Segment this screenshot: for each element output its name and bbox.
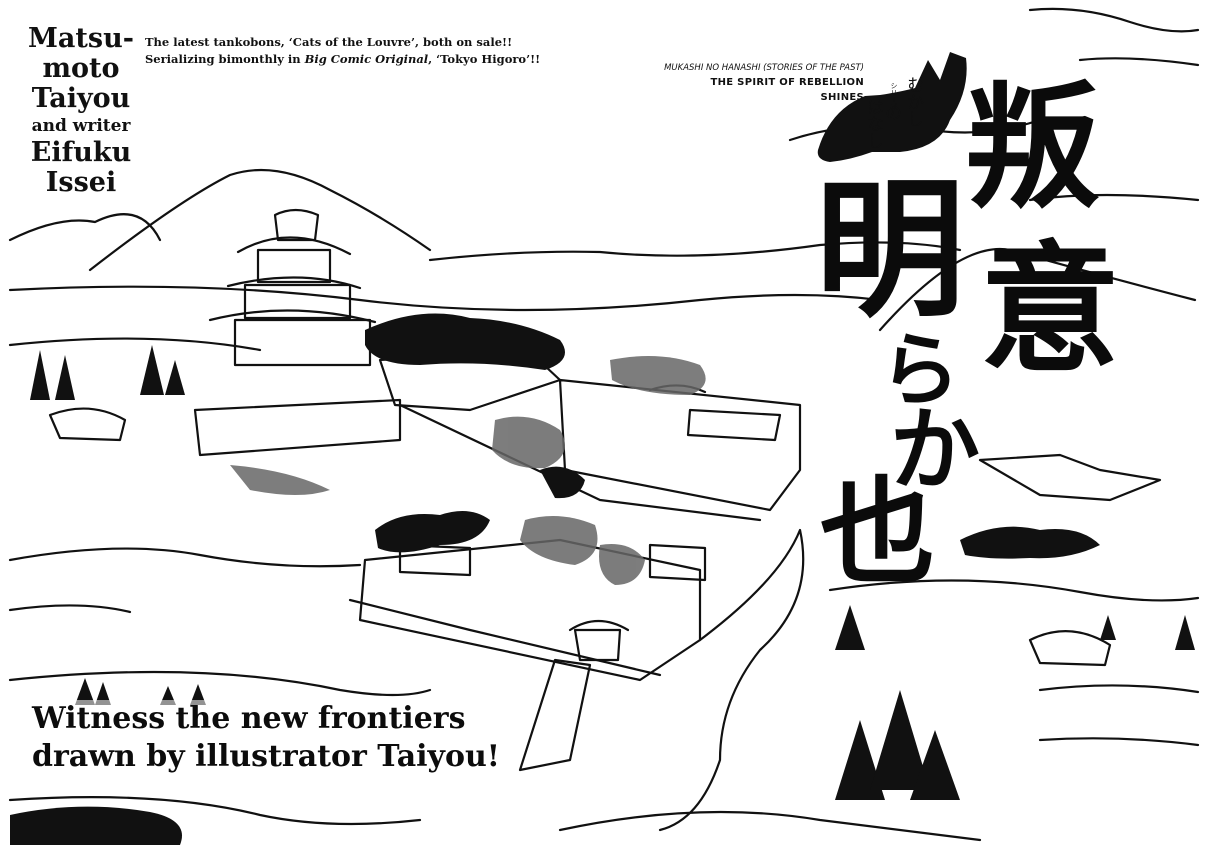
cat-silhouette — [817, 52, 967, 162]
forest-right-band — [960, 526, 1100, 559]
trees-headline-2 — [95, 682, 111, 705]
outer-wall-long — [398, 403, 762, 522]
stone-wall-main — [193, 398, 402, 457]
series-romaji: MUKASHI NO HANASHI (STORIES OF THE PAST) — [664, 63, 864, 73]
castle-keep-base — [233, 318, 372, 367]
gate-roof — [568, 620, 630, 632]
cloud-band-12 — [1038, 684, 1200, 694]
title-char-1: 叛 — [965, 68, 1100, 227]
tagline-line2-prefix: Serializing bimonthly in — [145, 51, 305, 66]
castle-keep-roof-1 — [208, 309, 377, 324]
cloud-band-11 — [828, 579, 1200, 602]
credit-connector: and writer — [31, 115, 131, 136]
forest-dark-center — [365, 313, 565, 370]
series-jp-label: シリーズ — [890, 82, 898, 110]
castle-keep-mid — [243, 283, 352, 320]
hall-right-1 — [686, 408, 782, 442]
pine-right-1 — [835, 605, 865, 650]
title-char-3: 明 — [815, 162, 966, 338]
cloud-band-5 — [1028, 7, 1200, 33]
pine-bottom-1 — [835, 720, 885, 800]
cloud-band-9 — [8, 604, 132, 614]
trees-headline-4 — [190, 684, 206, 705]
cloud-band-1 — [8, 285, 882, 312]
series-header-japanese: むかし シリーズ の はなし — [846, 58, 946, 178]
series-header-english: MUKASHI NO HANASHI (STORIES OF THE PAST)… — [664, 62, 864, 105]
cloud-band-6 — [1078, 57, 1200, 67]
forest-bottom-left — [10, 806, 182, 845]
cloud-band-13 — [1038, 737, 1200, 747]
cloud-band-2 — [8, 337, 262, 352]
shrine-left — [48, 407, 127, 442]
castle-keep-crown — [273, 208, 320, 242]
castle-keep-top — [256, 248, 332, 284]
series-jp-col1: むかし — [903, 76, 923, 127]
cloud-band-8 — [8, 547, 362, 568]
pine-right-2 — [1100, 615, 1116, 640]
wash-tree-1 — [492, 416, 565, 469]
wash-tree-3 — [599, 544, 645, 585]
tagline-line2-suffix: , ‘Tokyo Higoro’!! — [428, 51, 541, 66]
magazine-title: Big Comic Original — [304, 51, 429, 66]
cloud-band-7 — [1028, 193, 1200, 202]
compound-right — [558, 378, 802, 512]
pine-bottom-3 — [910, 730, 960, 800]
tree-cluster-mid — [540, 466, 585, 499]
cloud-band-3 — [428, 241, 962, 262]
artist-name-line1: Matsu- — [28, 23, 134, 54]
gate-house — [573, 628, 622, 662]
mountain-left — [8, 213, 162, 242]
wash-tree-2 — [520, 516, 598, 565]
pine-left-4 — [165, 360, 185, 395]
bridge — [518, 658, 592, 772]
castle-keep-roof-3 — [236, 236, 352, 256]
series-jp-col2: の — [881, 104, 901, 121]
trees-headline-1 — [75, 678, 95, 705]
pine-left-3 — [140, 345, 164, 395]
pine-right-3 — [1175, 615, 1195, 650]
title-char-4: ら — [880, 323, 960, 417]
title-char-2: 意 — [980, 228, 1121, 392]
author-credit: Matsu- moto Taiyou and writer Eifuku Iss… — [22, 23, 140, 198]
headline: Witness the new frontiers drawn by illus… — [32, 700, 500, 775]
headline-line1: Witness the new frontiers — [32, 700, 466, 738]
headline-line2: drawn by illustrator Taiyou! — [32, 737, 500, 775]
promo-tagline: The latest tankobons, ‘Cats of the Louvr… — [145, 34, 565, 67]
tree-cluster-lower — [375, 511, 490, 553]
cloud-band-10 — [8, 670, 432, 697]
artist-name-line2: moto — [42, 53, 120, 85]
wash-field — [230, 465, 330, 495]
wall-lower-edge — [348, 598, 662, 677]
village-right — [978, 453, 1162, 502]
artist-name-line3: Taiyou — [31, 83, 131, 115]
village-bottom-right — [1028, 630, 1112, 667]
hall-lower-1 — [398, 543, 472, 577]
cloud-band-14 — [8, 796, 422, 826]
wash-tree-4 — [610, 356, 706, 395]
writer-name-line1: Eifuku — [30, 136, 132, 168]
series-subtitle: THE SPIRIT OF REBELLION SHINES — [710, 76, 864, 103]
cloud-band-15 — [558, 810, 982, 842]
mountain-right — [878, 247, 1197, 332]
writer-name-line2: Issei — [45, 166, 117, 198]
castle-keep-roof-2 — [226, 276, 362, 290]
moat-river — [658, 528, 805, 832]
pine-left-1 — [30, 350, 50, 400]
series-jp-col3: はなし — [863, 98, 883, 149]
pine-left-2 — [55, 355, 75, 400]
tagline-line2: Serializing bimonthly in Big Comic Origi… — [145, 51, 565, 68]
title-char-5: か — [890, 397, 980, 503]
tagline-line1: The latest tankobons, ‘Cats of the Louvr… — [145, 35, 513, 49]
hall-lower-2 — [648, 543, 707, 582]
title-char-6: 也 — [820, 465, 936, 600]
mountain-center — [88, 168, 432, 272]
pine-bottom-2 — [870, 690, 930, 790]
